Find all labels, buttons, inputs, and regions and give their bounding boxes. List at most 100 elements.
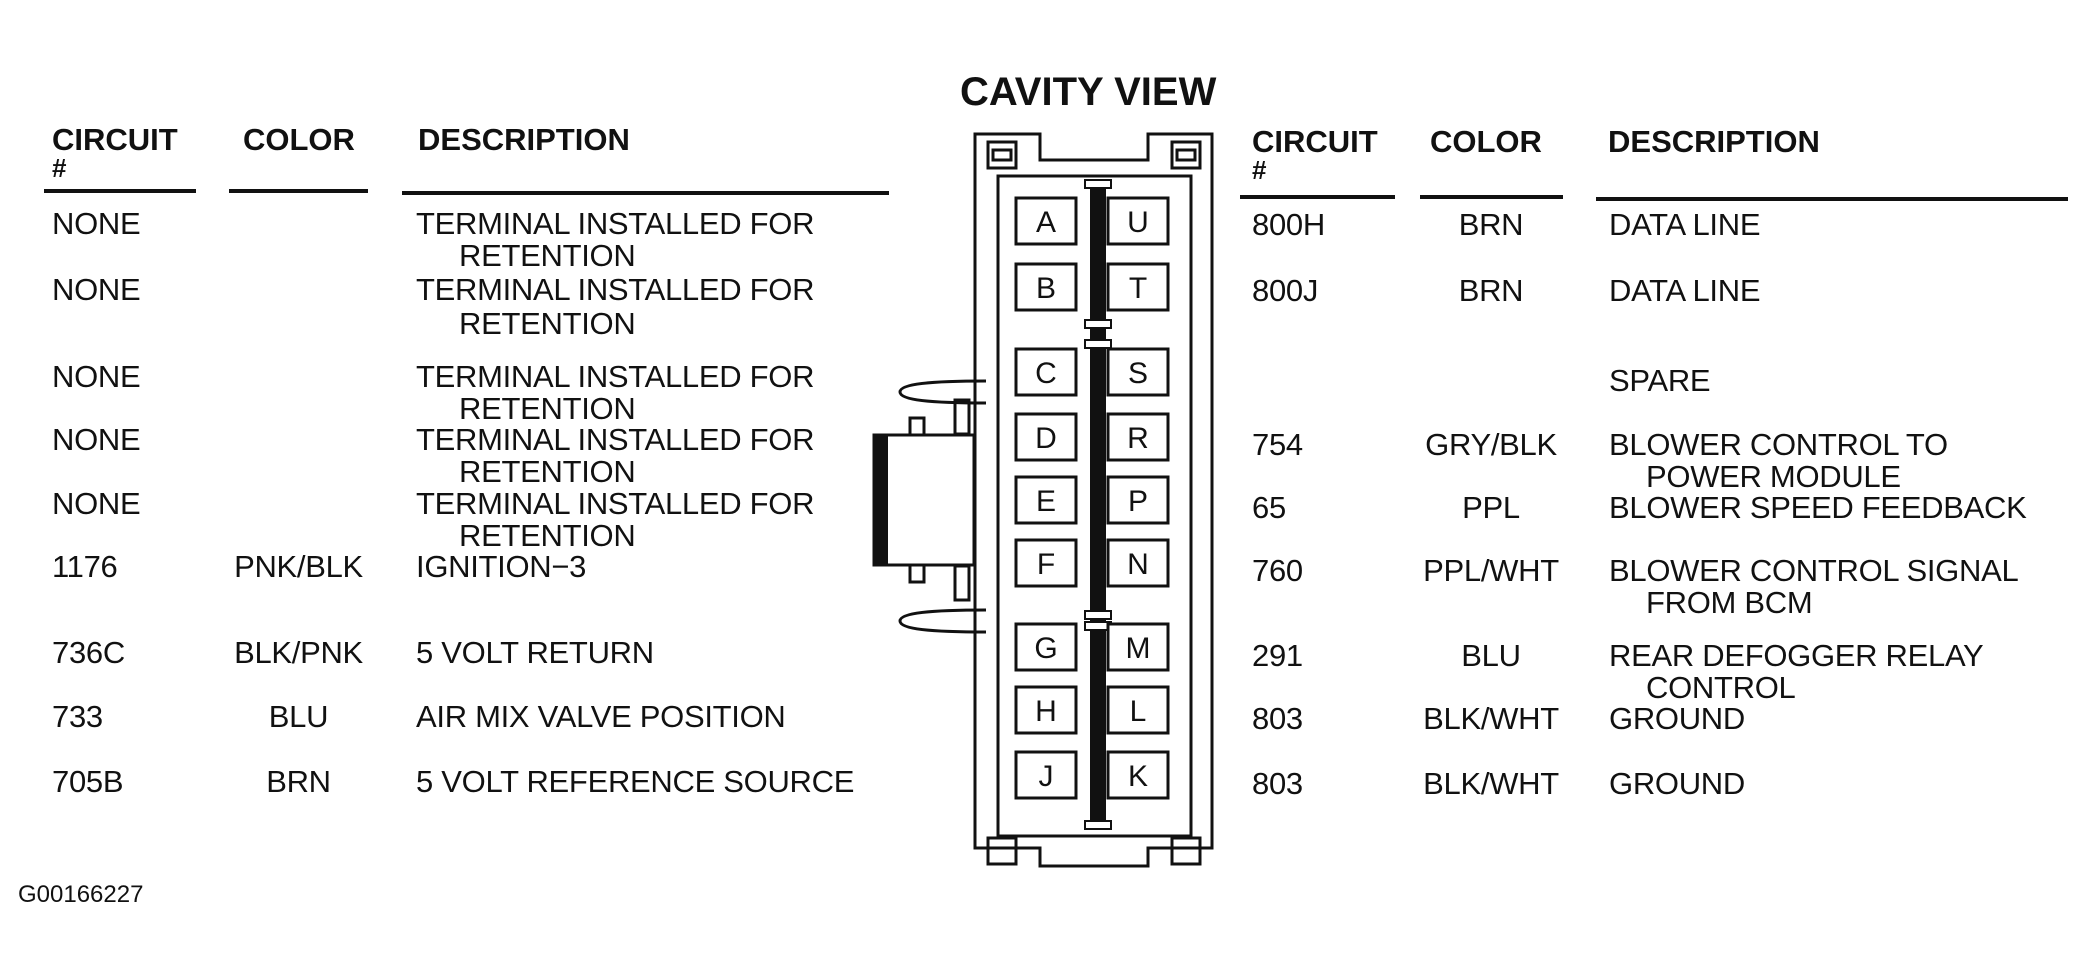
cavity-box-right [1106, 196, 1170, 246]
description-cell: IGNITION−3 [416, 549, 587, 584]
color-cell: BRN [1458, 273, 1524, 308]
upper-clip [898, 379, 987, 405]
cavity-box-right [1106, 262, 1170, 312]
description-cell: BLOWER SPEED FEEDBACK [1609, 490, 2027, 525]
circuit-cell: 705B [52, 764, 124, 799]
circuit-cell: 803 [1252, 766, 1303, 801]
cavity-label-b: B [1036, 272, 1056, 305]
cavity-label-k: K [1128, 760, 1148, 793]
right-header-description: DESCRIPTION [1608, 124, 1820, 159]
description-cell: DATA LINE [1609, 207, 1761, 242]
circuit-cell: NONE [52, 206, 141, 241]
right-rule-color [1420, 195, 1563, 199]
figure-code: G00166227 [18, 881, 144, 908]
right-header-circuit-number: # [1252, 155, 1267, 185]
description-cell: AIR MIX VALVE POSITION [416, 699, 786, 734]
circuit-cell: NONE [52, 422, 141, 457]
cavity-box-left [1014, 347, 1078, 397]
cavity-box-right [1106, 622, 1170, 672]
circuit-cell: 736C [52, 635, 125, 670]
cavity-label-u: U [1127, 206, 1149, 239]
left-header-color: COLOR [243, 122, 355, 157]
left-rule-circuit [44, 189, 196, 193]
color-cell: BLK/WHT [1423, 766, 1559, 801]
cavity-label-r: R [1127, 422, 1149, 455]
cavity-box-left [1014, 412, 1078, 462]
cavity-label-l: L [1130, 695, 1147, 728]
description-cell: 5 VOLT REFERENCE SOURCE [416, 764, 855, 799]
cavity-box-left [1014, 196, 1078, 246]
left-header-circuit-number: # [52, 153, 67, 183]
cavity-box-left [1014, 262, 1078, 312]
description-cell: GROUND [1609, 701, 1745, 736]
color-cell: BLK/PNK [234, 635, 363, 670]
lower-clip [898, 608, 987, 634]
top-left-latch [986, 140, 1018, 170]
color-cell: GRY/BLK [1425, 427, 1557, 462]
color-cell: BLU [268, 699, 329, 734]
circuit-cell: 803 [1252, 701, 1303, 736]
cavity-label-e: E [1036, 485, 1056, 518]
circuit-cell: 733 [52, 699, 103, 734]
cavity-box-right [1106, 685, 1170, 735]
circuit-cell: 1176 [52, 549, 118, 584]
color-cell: BLU [1461, 638, 1521, 673]
left-rule-description [402, 191, 889, 195]
color-cell: BRN [266, 764, 331, 799]
right-header-color: COLOR [1430, 124, 1542, 159]
connector-housing [973, 132, 1214, 868]
left-rule-color [229, 189, 368, 193]
circuit-cell: 291 [1252, 638, 1303, 673]
circuit-cell: NONE [52, 359, 141, 394]
cavity-box-right [1106, 750, 1170, 800]
circuit-cell: 754 [1252, 427, 1303, 462]
cavity-box-left [1014, 538, 1078, 588]
color-cell: BLK/WHT [1423, 701, 1559, 736]
cavity-label-s: S [1128, 357, 1148, 390]
right-rule-description [1596, 197, 2068, 201]
cavity-box-left [1014, 685, 1078, 735]
cavity-box-right [1106, 412, 1170, 462]
top-right-latch [1170, 140, 1202, 170]
circuit-cell: 800J [1252, 273, 1319, 308]
color-cell: PPL [1462, 490, 1520, 525]
cavity-label-a: A [1036, 206, 1056, 239]
side-lock-tab [872, 433, 976, 567]
circuit-cell: NONE [52, 486, 141, 521]
description-cell: SPARE [1609, 363, 1711, 398]
left-header-circuit: CIRCUIT [52, 122, 178, 157]
bottom-right-latch [1170, 836, 1202, 866]
diagram-title: CAVITY VIEW [960, 70, 1217, 114]
description-cell: 5 VOLT RETURN [416, 635, 654, 670]
bottom-left-latch [986, 836, 1018, 866]
description-cell: GROUND [1609, 766, 1745, 801]
circuit-cell: 65 [1252, 490, 1286, 525]
right-header-circuit: CIRCUIT [1252, 124, 1378, 159]
cavity-label-h: H [1035, 695, 1057, 728]
cavity-label-t: T [1129, 272, 1147, 305]
circuit-cell: 800H [1252, 207, 1325, 242]
cavity-box-right [1106, 475, 1170, 525]
cavity-box-left [1014, 622, 1078, 672]
cavity-box-right [1106, 538, 1170, 588]
color-cell: PNK/BLK [234, 549, 363, 584]
cavity-box-right [1106, 347, 1170, 397]
left-header-description: DESCRIPTION [418, 122, 630, 157]
connector-inner-frame [996, 174, 1193, 838]
cavity-label-j: J [1039, 760, 1054, 793]
color-cell: PPL/WHT [1423, 553, 1559, 588]
cavity-box-left [1014, 750, 1078, 800]
cavity-label-m: M [1126, 632, 1151, 665]
right-rule-circuit [1240, 195, 1395, 199]
cavity-label-n: N [1127, 548, 1149, 581]
cavity-box-left [1014, 475, 1078, 525]
color-cell: BRN [1458, 207, 1524, 242]
